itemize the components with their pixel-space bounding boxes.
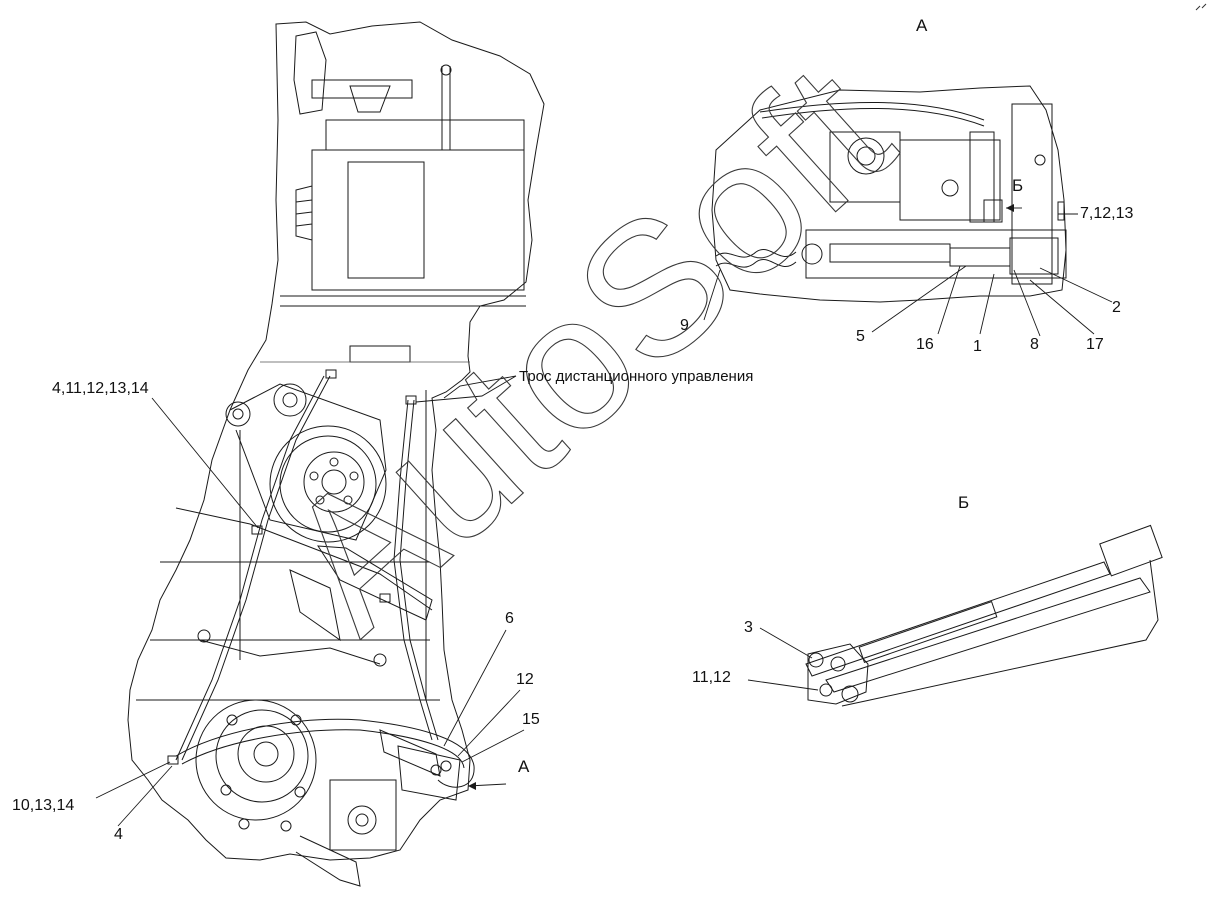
callout-11-12: 11,12 [692,669,731,686]
callout-6: 6 [505,610,514,627]
callout-4: 4 [114,826,123,843]
main-view [127,21,545,887]
watermark-text: AutoSoft [246,25,929,670]
detail-view-b [805,524,1163,707]
view-a-title: А [916,16,928,35]
callout-3: 3 [744,619,753,636]
callout-15: 15 [522,711,540,728]
callout-9: 9 [680,317,689,334]
view-a-arrow-label: А [518,757,530,776]
cable-label: Трос дистанционного управления [519,368,754,385]
leader-lines [95,204,1113,827]
callout-16: 16 [916,336,934,353]
watermark: AutoSoft [245,25,930,671]
detail-view-a [711,85,1067,303]
callout-5: 5 [856,328,865,345]
callout-17: 17 [1086,336,1104,353]
callout-12: 12 [516,671,534,688]
view-b-title: Б [958,493,970,512]
callout-10-13-14: 10,13,14 [12,797,75,814]
callout-1: 1 [973,338,982,355]
callout-8: 8 [1030,336,1039,353]
callout-7-12-13: 7,12,13 [1080,205,1134,222]
corner-mark [1195,3,1207,11]
callout-2: 2 [1112,299,1121,316]
view-b-marker: Б [1012,176,1024,195]
callout-4-11-12-13-14: 4,11,12,13,14 [52,380,149,397]
